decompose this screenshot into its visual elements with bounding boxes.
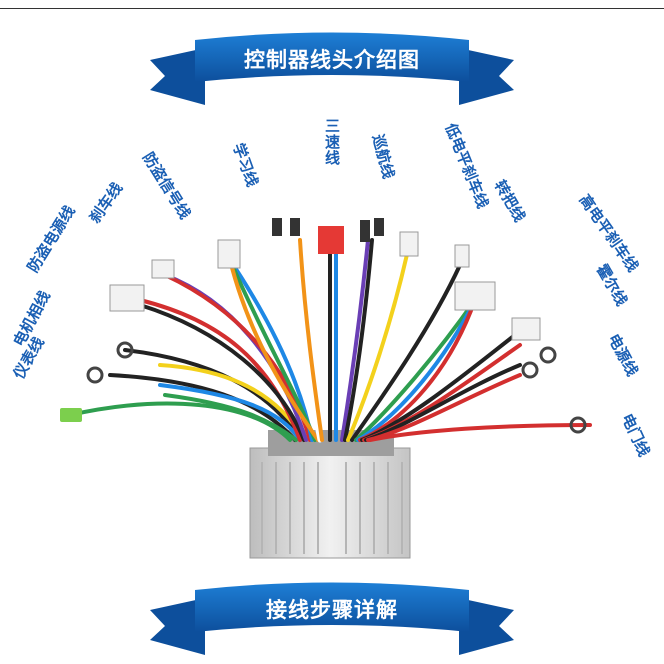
label-three-speed-wire: 三速线: [323, 118, 341, 166]
bottom-banner: [150, 582, 514, 655]
top-divider: [0, 0, 664, 9]
wire-bundle: [68, 237, 592, 443]
controller-housing: [249, 430, 411, 559]
banner-subtitle: 接线步骤详解: [266, 598, 398, 622]
banner-title: 控制器线头介绍图: [244, 48, 420, 72]
connectors: [60, 218, 587, 434]
top-banner: [150, 32, 514, 105]
